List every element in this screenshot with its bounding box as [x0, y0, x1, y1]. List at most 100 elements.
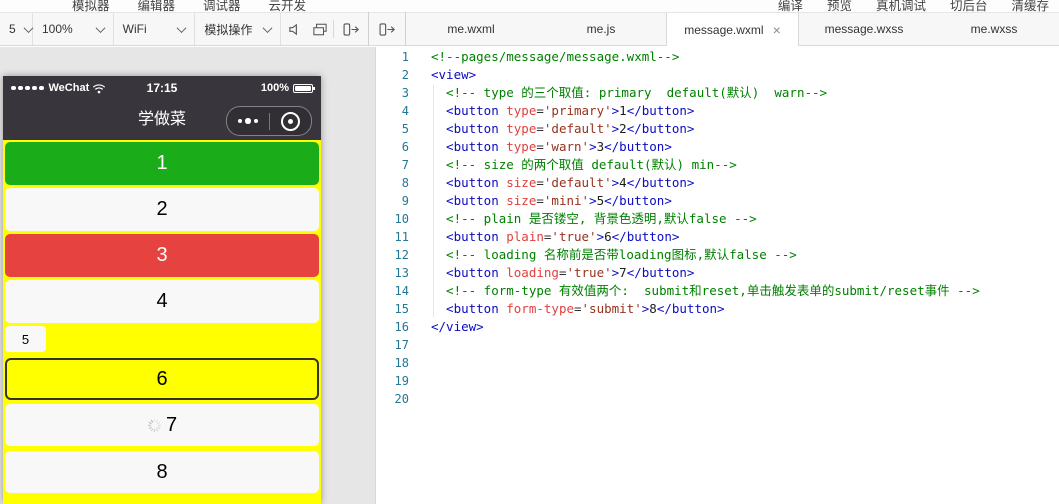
code-line[interactable]: 15 <button form-type='submit'>8</button> — [376, 300, 1059, 318]
menu-action-3[interactable]: 切后台 — [949, 0, 988, 12]
more-options-icon[interactable] — [227, 118, 269, 124]
code-line[interactable]: 16</view> — [376, 318, 1059, 336]
line-content: <button type='primary'>1</button> — [431, 103, 695, 118]
code-line[interactable]: 9 <button size='mini'>5</button> — [376, 192, 1059, 210]
code-editor[interactable]: 1<!--pages/message/message.wxml-->2<view… — [375, 47, 1059, 504]
button-label: 2 — [156, 198, 168, 220]
mini-program-page: 1 2 3 4 5 6 7 8 — [3, 140, 321, 504]
button-label: 3 — [156, 244, 168, 266]
line-number: 1 — [401, 50, 409, 64]
line-number: 18 — [394, 356, 409, 370]
menubar-right: 编译 预览 真机调试 切后台 清缓存 — [778, 0, 1059, 12]
code-line[interactable]: 2<view> — [376, 66, 1059, 84]
tab-me.wxss[interactable]: me.wxss — [929, 13, 1059, 45]
line-content — [409, 390, 431, 408]
line-number: 14 — [394, 284, 409, 298]
volume-muted-icon[interactable] — [281, 13, 307, 45]
capsule-divider — [268, 112, 270, 130]
line-number: 6 — [401, 140, 409, 154]
code-line[interactable]: 8 <button size='default'>4</button> — [376, 174, 1059, 192]
tab-message.wxml[interactable]: message.wxml× — [666, 13, 799, 46]
menu-action-0[interactable]: 编译 — [777, 0, 803, 12]
toggle-panel-icon[interactable] — [334, 13, 368, 45]
line-content: <!-- loading 名称前是否带loading图标,默认false --> — [431, 247, 797, 262]
toolbar-divider — [368, 12, 369, 46]
line-number: 9 — [401, 194, 409, 208]
simulate-action-select[interactable]: 模拟操作 — [195, 13, 281, 45]
menu-action-2[interactable]: 真机调试 — [875, 0, 926, 12]
sim-button-7[interactable]: 7 — [5, 404, 319, 446]
menu-action-1[interactable]: 预览 — [826, 0, 852, 12]
code-line[interactable]: 4 <button type='primary'>1</button> — [376, 102, 1059, 120]
line-number: 11 — [394, 230, 409, 244]
sim-button-1[interactable]: 1 — [5, 142, 319, 185]
tab-me.js[interactable]: me.js — [536, 13, 666, 45]
sim-button-5[interactable]: 5 — [5, 326, 46, 352]
line-number: 8 — [401, 176, 409, 190]
tab-message.wxss[interactable]: message.wxss — [799, 13, 929, 45]
device-select-value: 5 — [9, 22, 16, 36]
code-line[interactable]: 12 <!-- loading 名称前是否带loading图标,默认false … — [376, 246, 1059, 264]
menu-item-2[interactable]: 调试器 — [203, 0, 241, 12]
zoom-select[interactable]: 100% — [33, 13, 114, 45]
indent-guide — [433, 85, 434, 317]
page-title: 学做菜 — [137, 111, 186, 128]
loading-spinner-icon — [147, 418, 161, 432]
line-content: <button size='mini'>5</button> — [431, 193, 672, 208]
chevron-down-icon — [176, 22, 187, 33]
code-line[interactable]: 11 <button plain='true'>6</button> — [376, 228, 1059, 246]
overlapping-windows-icon[interactable] — [307, 13, 333, 45]
toolbar-divider — [405, 12, 406, 46]
code-line[interactable]: 3 <!-- type 的三个取值: primary default(默认) w… — [376, 84, 1059, 102]
exit-miniprogram-icon[interactable] — [270, 111, 312, 131]
line-number: 10 — [394, 212, 409, 226]
code-line[interactable]: 7 <!-- size 的两个取值 default(默认) min--> — [376, 156, 1059, 174]
tab-close-icon[interactable]: × — [772, 21, 781, 38]
sim-button-2[interactable]: 2 — [5, 188, 319, 231]
device-select[interactable]: 5 — [0, 13, 34, 45]
button-label: 7 — [165, 413, 178, 436]
menu-action-4[interactable]: 清缓存 — [1011, 0, 1049, 12]
line-content: <button loading='true'>7</button> — [431, 265, 695, 280]
tab-me.wxml[interactable]: me.wxml — [406, 13, 536, 45]
line-number: 5 — [401, 122, 409, 136]
mini-program-navbar: 学做菜 — [3, 100, 321, 140]
toggle-panel-icon[interactable] — [369, 13, 405, 45]
code-line[interactable]: 19 — [376, 372, 1059, 390]
code-line[interactable]: 5 <button type='default'>2</button> — [376, 120, 1059, 138]
status-bar: WeChat 17:15 100% — [3, 76, 321, 100]
code-line[interactable]: 1<!--pages/message/message.wxml--> — [376, 48, 1059, 66]
code-line[interactable]: 10 <!-- plain 是否镂空, 背景色透明,默认false --> — [376, 210, 1059, 228]
code-line[interactable]: 20 — [376, 390, 1059, 408]
line-number: 17 — [394, 338, 409, 352]
battery-percent: 100% — [260, 82, 289, 94]
line-content: </view> — [431, 319, 484, 334]
menu-item-1[interactable]: 编辑器 — [137, 0, 176, 12]
line-content: <button plain='true'>6</button> — [431, 229, 680, 244]
sim-button-4[interactable]: 4 — [5, 280, 319, 323]
code-line[interactable]: 6 <button type='warn'>3</button> — [376, 138, 1059, 156]
wifi-icon — [93, 83, 106, 93]
tab-label: me.wxss — [970, 22, 1018, 36]
menu-item-3[interactable]: 云开发 — [268, 0, 307, 12]
line-content: <button size='default'>4</button> — [431, 175, 695, 190]
mini-button-row: 5 — [3, 323, 321, 352]
network-select[interactable]: WiFi — [114, 13, 196, 45]
code-line[interactable]: 14 <!-- form-type 有效值两个: submit和reset,单击… — [376, 282, 1059, 300]
line-content: <!-- form-type 有效值两个: submit和reset,单击触发表… — [431, 283, 980, 298]
phone-simulator: WeChat 17:15 100% 学做菜 — [3, 76, 321, 504]
sim-button-8[interactable]: 8 — [5, 451, 319, 493]
tab-label: me.js — [586, 22, 616, 36]
sim-button-6[interactable]: 6 — [5, 358, 319, 400]
code-line[interactable]: 18 — [376, 354, 1059, 372]
chevron-down-icon — [95, 22, 106, 33]
code-line[interactable]: 13 <button loading='true'>7</button> — [376, 264, 1059, 282]
code-line[interactable]: 17 — [376, 336, 1059, 354]
simulate-action-value: 模拟操作 — [204, 22, 253, 37]
line-content — [409, 372, 431, 390]
line-number: 12 — [394, 248, 409, 262]
menu-item-0[interactable]: 模拟器 — [72, 0, 110, 12]
sim-button-3[interactable]: 3 — [5, 234, 319, 277]
capsule-menu[interactable] — [226, 106, 312, 136]
line-number: 20 — [394, 392, 409, 406]
